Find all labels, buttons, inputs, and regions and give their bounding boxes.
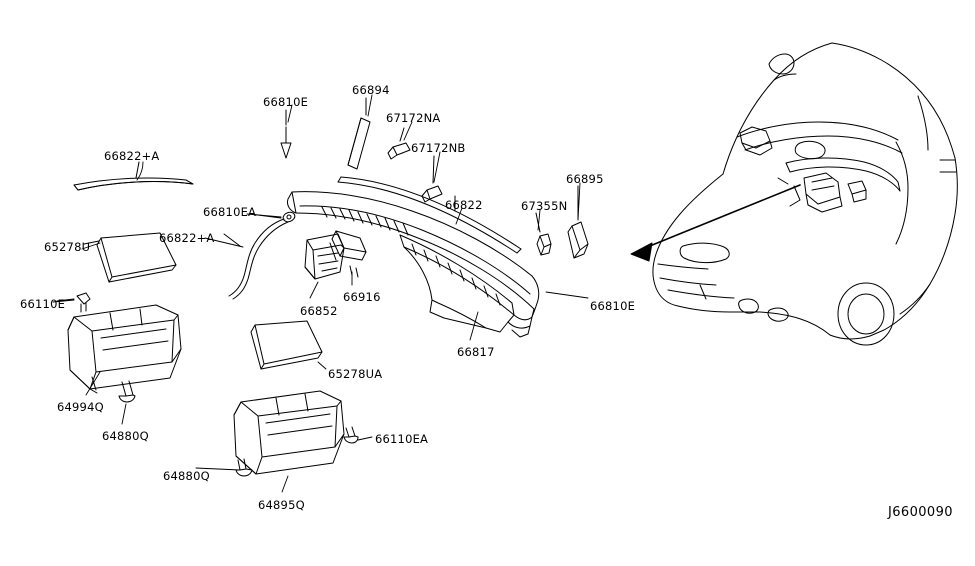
part-66110e-clip bbox=[56, 292, 91, 313]
part-label-67172na: 67172NA bbox=[386, 111, 441, 125]
vehicle-illustration bbox=[652, 42, 958, 346]
part-label-65278ua: 65278UA bbox=[328, 367, 383, 381]
part-label-64880q-left: 64880Q bbox=[102, 429, 149, 443]
part-64994q-duct bbox=[67, 304, 182, 403]
part-label-64895q: 64895Q bbox=[258, 498, 305, 512]
part-64895q-duct bbox=[233, 390, 359, 477]
part-65278u-cover bbox=[83, 232, 177, 283]
part-label-64994q: 64994Q bbox=[57, 400, 104, 414]
part-label-65278u: 65278U bbox=[44, 240, 91, 254]
part-label-66810e-right: 66810E bbox=[590, 299, 636, 313]
part-66810ea-seal bbox=[223, 211, 296, 300]
part-label-66895: 66895 bbox=[566, 172, 604, 186]
part-label-66822-a-lower: 66822+A bbox=[159, 231, 215, 245]
part-label-66852: 66852 bbox=[300, 304, 338, 318]
part-label-66916: 66916 bbox=[343, 290, 381, 304]
part-66852-grille bbox=[304, 233, 345, 280]
part-66810e-clip-top bbox=[280, 109, 292, 159]
part-66817-cowl-panel bbox=[287, 191, 540, 338]
part-label-67355n: 67355N bbox=[521, 199, 568, 213]
leader-lines bbox=[52, 94, 589, 493]
part-66895-bracket bbox=[567, 185, 589, 259]
part-label-66110ea: 66110EA bbox=[375, 432, 429, 446]
part-label-67172nb: 67172NB bbox=[411, 141, 466, 155]
part-label-66110e: 66110E bbox=[20, 297, 66, 311]
part-66822-a-upper bbox=[73, 161, 194, 191]
figure-code: J6600090 bbox=[888, 505, 953, 520]
part-66894-rod bbox=[347, 97, 371, 170]
part-67172nb-bracket bbox=[421, 155, 443, 203]
part-label-66822-a-upper: 66822+A bbox=[104, 149, 160, 163]
part-label-66810ea: 66810EA bbox=[203, 205, 257, 219]
part-label-66810e-top: 66810E bbox=[263, 95, 309, 109]
part-label-64880q-mid: 64880Q bbox=[163, 469, 210, 483]
part-label-66822: 66822 bbox=[445, 198, 483, 212]
part-label-66817: 66817 bbox=[457, 345, 495, 359]
part-66822-weatherstrip bbox=[337, 176, 522, 254]
part-67355n-bracket bbox=[535, 212, 552, 256]
part-65278ua-cover bbox=[250, 320, 323, 370]
orientation-arrow bbox=[630, 184, 801, 262]
part-label-66894: 66894 bbox=[352, 83, 390, 97]
part-67172na-bracket bbox=[387, 127, 411, 160]
